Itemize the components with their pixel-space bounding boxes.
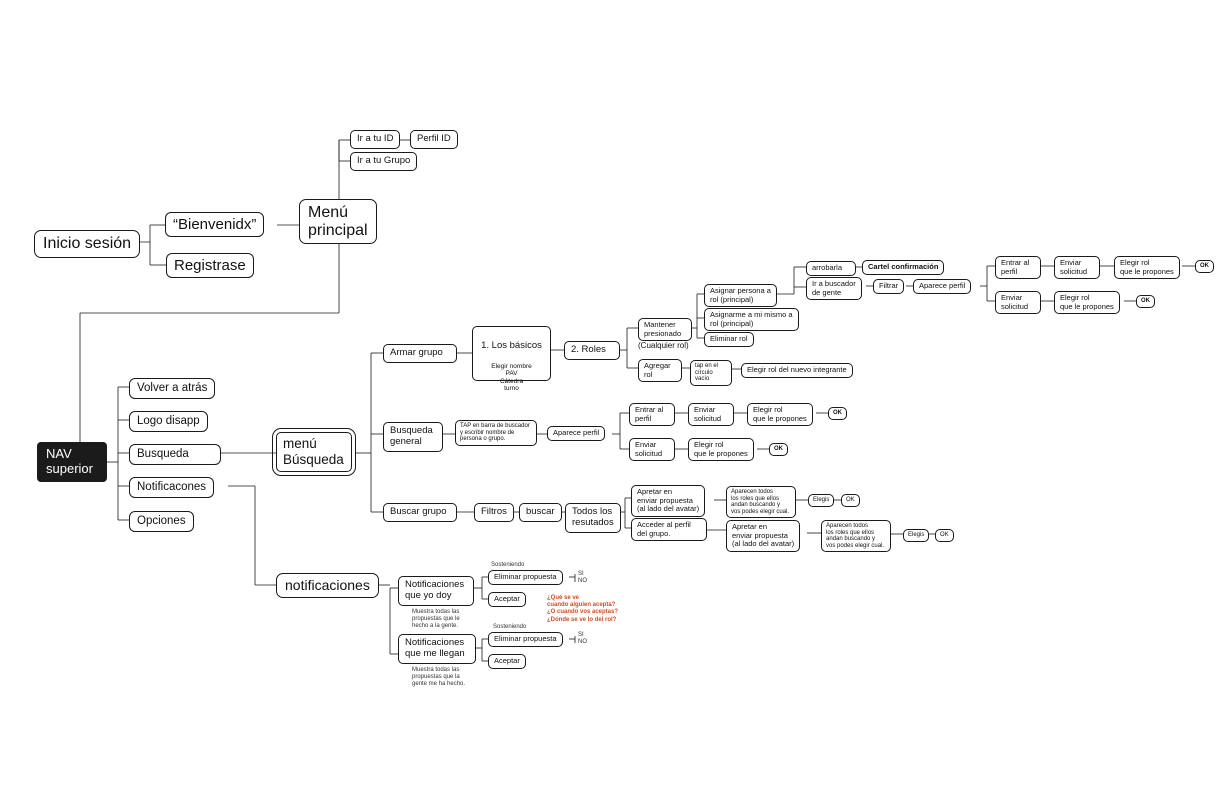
preguntas-note: ¿Qué se ve cuando alguien acepta? ¿O cua… bbox=[547, 595, 619, 623]
todos-resultados-node: Todos los resutados bbox=[565, 503, 621, 533]
aceptar-1-node: Aceptar bbox=[488, 592, 526, 607]
entrar-perfil-1-node: Entrar al perfil bbox=[995, 256, 1041, 280]
los-basicos-detail: Elegir nombre PAV Cátedra turno bbox=[491, 362, 532, 393]
buscar-grupo-node: Buscar grupo bbox=[383, 503, 457, 522]
enviar-solicitud-2-node: Enviar solicitud bbox=[995, 291, 1041, 315]
armar-grupo-node: Armar grupo bbox=[383, 344, 457, 363]
mantener-presionado-node: Mantener presionado bbox=[638, 318, 692, 342]
menu-principal-node: Menú principal bbox=[299, 199, 377, 245]
elegis-1-node: Elegis bbox=[808, 494, 835, 507]
notificaciones-nav-node: Notificacones bbox=[129, 477, 215, 499]
apretar-propuesta-2-node: Apretar en enviar propuesta (al lado del… bbox=[726, 520, 801, 552]
eliminar-propuesta-2-node: Eliminar propuesta bbox=[488, 632, 563, 647]
ok-3-node: OK bbox=[828, 407, 847, 420]
ok-5-node: OK bbox=[841, 494, 860, 507]
ok-4-node: OK bbox=[769, 443, 788, 456]
registrase-node: Registrase bbox=[166, 253, 254, 279]
volver-atras-node: Volver a atrás bbox=[129, 378, 216, 400]
acceder-perfil-node: Acceder al perfil del grupo. bbox=[631, 518, 707, 542]
cartel-confirmacion-node: Cartel confirmación bbox=[862, 260, 945, 275]
bienvenidx-node: “Bienvenidx” bbox=[165, 212, 265, 238]
apretar-propuesta-1-node: Apretar en enviar propuesta (al lado del… bbox=[631, 485, 706, 517]
entrar-perfil-2-node: Entrar al perfil bbox=[629, 403, 675, 427]
ir-a-tu-id-node: Ir a tu ID bbox=[350, 130, 401, 149]
sosteniendo-2-note: Sosteniendo bbox=[493, 624, 527, 630]
enviar-solicitud-1-node: Enviar solicitud bbox=[1054, 256, 1100, 280]
buscar-node: buscar bbox=[519, 503, 562, 522]
arrobarla-node: arrobarla bbox=[806, 261, 856, 276]
asignar-persona-node: Asignar persona a rol (principal) bbox=[704, 284, 777, 308]
ir-a-tu-grupo-node: Ir a tu Grupo bbox=[350, 152, 418, 171]
filtros-node: Filtros bbox=[474, 503, 514, 522]
notif-me-llegan-node: Notificaciones que me llegan bbox=[398, 634, 476, 664]
tap-circulo-node: tap en el círculo vacío bbox=[690, 360, 732, 386]
nav-superior-node: NAV superior bbox=[37, 442, 107, 482]
eliminar-propuesta-1-node: Eliminar propuesta bbox=[488, 570, 563, 585]
ok-2-node: OK bbox=[1136, 295, 1155, 308]
logo-disapp-node: Logo disapp bbox=[129, 411, 208, 433]
si-no-2-note: SI NO bbox=[578, 632, 587, 646]
busqueda-node: Busqueda bbox=[129, 444, 221, 466]
sosteniendo-1-note: Sosteniendo bbox=[491, 562, 525, 568]
enviar-solicitud-4-node: Enviar solicitud bbox=[629, 438, 675, 462]
menu-busqueda-node: menú Búsqueda bbox=[272, 428, 356, 476]
ok-6-node: OK bbox=[935, 529, 954, 542]
los-basicos-node: 1. Los básicos Elegir nombre PAV Cátedra… bbox=[472, 326, 551, 392]
opciones-node: Opciones bbox=[129, 511, 194, 533]
inicio-sesion-node: Inicio sesión bbox=[34, 230, 141, 258]
aparecen-roles-1-node: Aparecen todos los roles que ellos andan… bbox=[726, 486, 796, 519]
elegir-rol-1-node: Elegir rol que le propones bbox=[1114, 256, 1180, 280]
muestra-me-llegan-note: Muestra todas las propuestas que la gent… bbox=[412, 667, 466, 688]
si-no-1-note: SI NO bbox=[578, 571, 587, 585]
elegir-rol-3-node: Elegir rol que le propones bbox=[747, 403, 813, 427]
agregar-rol-node: Agregar rol bbox=[638, 359, 682, 383]
roles-node: 2. Roles bbox=[564, 341, 620, 360]
perfil-id-node: Perfil ID bbox=[410, 130, 458, 149]
notif-yo-doy-node: Notificaciones que yo doy bbox=[398, 576, 474, 606]
elegis-2-node: Elegis bbox=[903, 529, 930, 542]
enviar-solicitud-3-node: Enviar solicitud bbox=[688, 403, 734, 427]
busqueda-general-node: Busqueda general bbox=[383, 422, 443, 452]
aparece-perfil-2-node: Aparece perfil bbox=[547, 426, 606, 441]
ir-buscador-node: Ir a buscador de gente bbox=[806, 277, 862, 301]
aparece-perfil-1-node: Aparece perfil bbox=[913, 279, 972, 294]
muestra-yo-doy-note: Muestra todas las propuestas que le hech… bbox=[412, 609, 460, 630]
asignarme-node: Asignarme a mi mismo a rol (principal) bbox=[704, 308, 799, 332]
filtrar-node: Filtrar bbox=[873, 279, 905, 294]
cualquier-rol-label: (Cualquier rol) bbox=[638, 341, 689, 350]
eliminar-rol-node: Eliminar rol bbox=[704, 332, 754, 347]
ok-1-node: OK bbox=[1195, 260, 1214, 273]
elegir-rol-4-node: Elegir rol que le propones bbox=[688, 438, 754, 462]
tap-barra-node: TAP en barra de buscador y escribir nomb… bbox=[455, 420, 537, 446]
aceptar-2-node: Aceptar bbox=[488, 654, 526, 669]
aparecen-roles-2-node: Aparecen todos los roles que ellos andan… bbox=[821, 520, 891, 553]
los-basicos-title: 1. Los básicos bbox=[481, 339, 542, 351]
elegir-rol-2-node: Elegir rol que le propones bbox=[1054, 291, 1120, 315]
notificaciones-node: notificaciones bbox=[276, 573, 379, 599]
elegir-rol-nuevo-node: Elegir rol del nuevo integrante bbox=[741, 363, 853, 378]
